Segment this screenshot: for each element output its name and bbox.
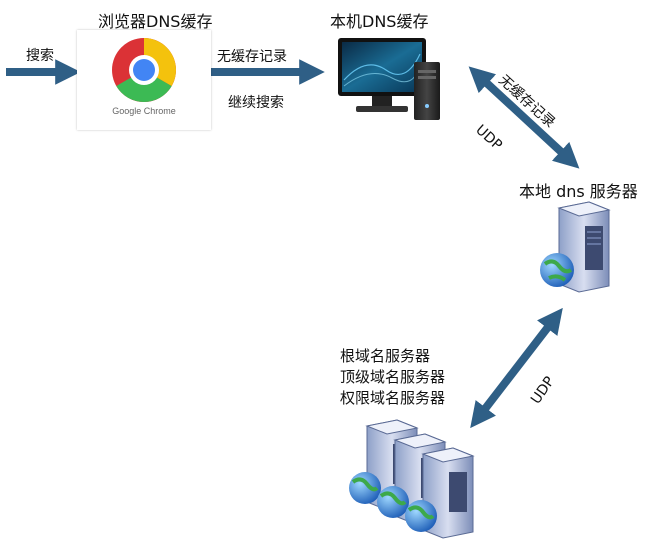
server-names-list: 根域名服务器 顶级域名服务器 权限域名服务器: [340, 346, 445, 409]
local-dns-server-label: 本地 dns 服务器: [519, 182, 638, 201]
root-server-label: 根域名服务器: [340, 347, 431, 365]
chrome-logo-icon: [112, 38, 176, 102]
browser-cache-label: 浏览器DNS缓存: [98, 12, 213, 31]
browser-card: Google Chrome: [77, 30, 211, 130]
server-stack-icon: [349, 419, 475, 539]
dns-to-servers-arrow: [470, 307, 563, 429]
local-to-dns-arrow: [468, 66, 580, 169]
chrome-caption: Google Chrome: [112, 106, 176, 116]
authoritative-server-label: 权限域名服务器: [340, 389, 446, 407]
search-label: 搜索: [26, 48, 54, 64]
continue-search-label: 继续搜索: [228, 95, 284, 111]
no-cache-record-label: 无缓存记录: [217, 49, 287, 65]
local-machine-cache-label: 本机DNS缓存: [330, 12, 429, 31]
local-dns-server-icon: [540, 201, 611, 293]
tld-server-label: 顶级域名服务器: [340, 368, 446, 386]
computer-icon: [338, 38, 440, 120]
